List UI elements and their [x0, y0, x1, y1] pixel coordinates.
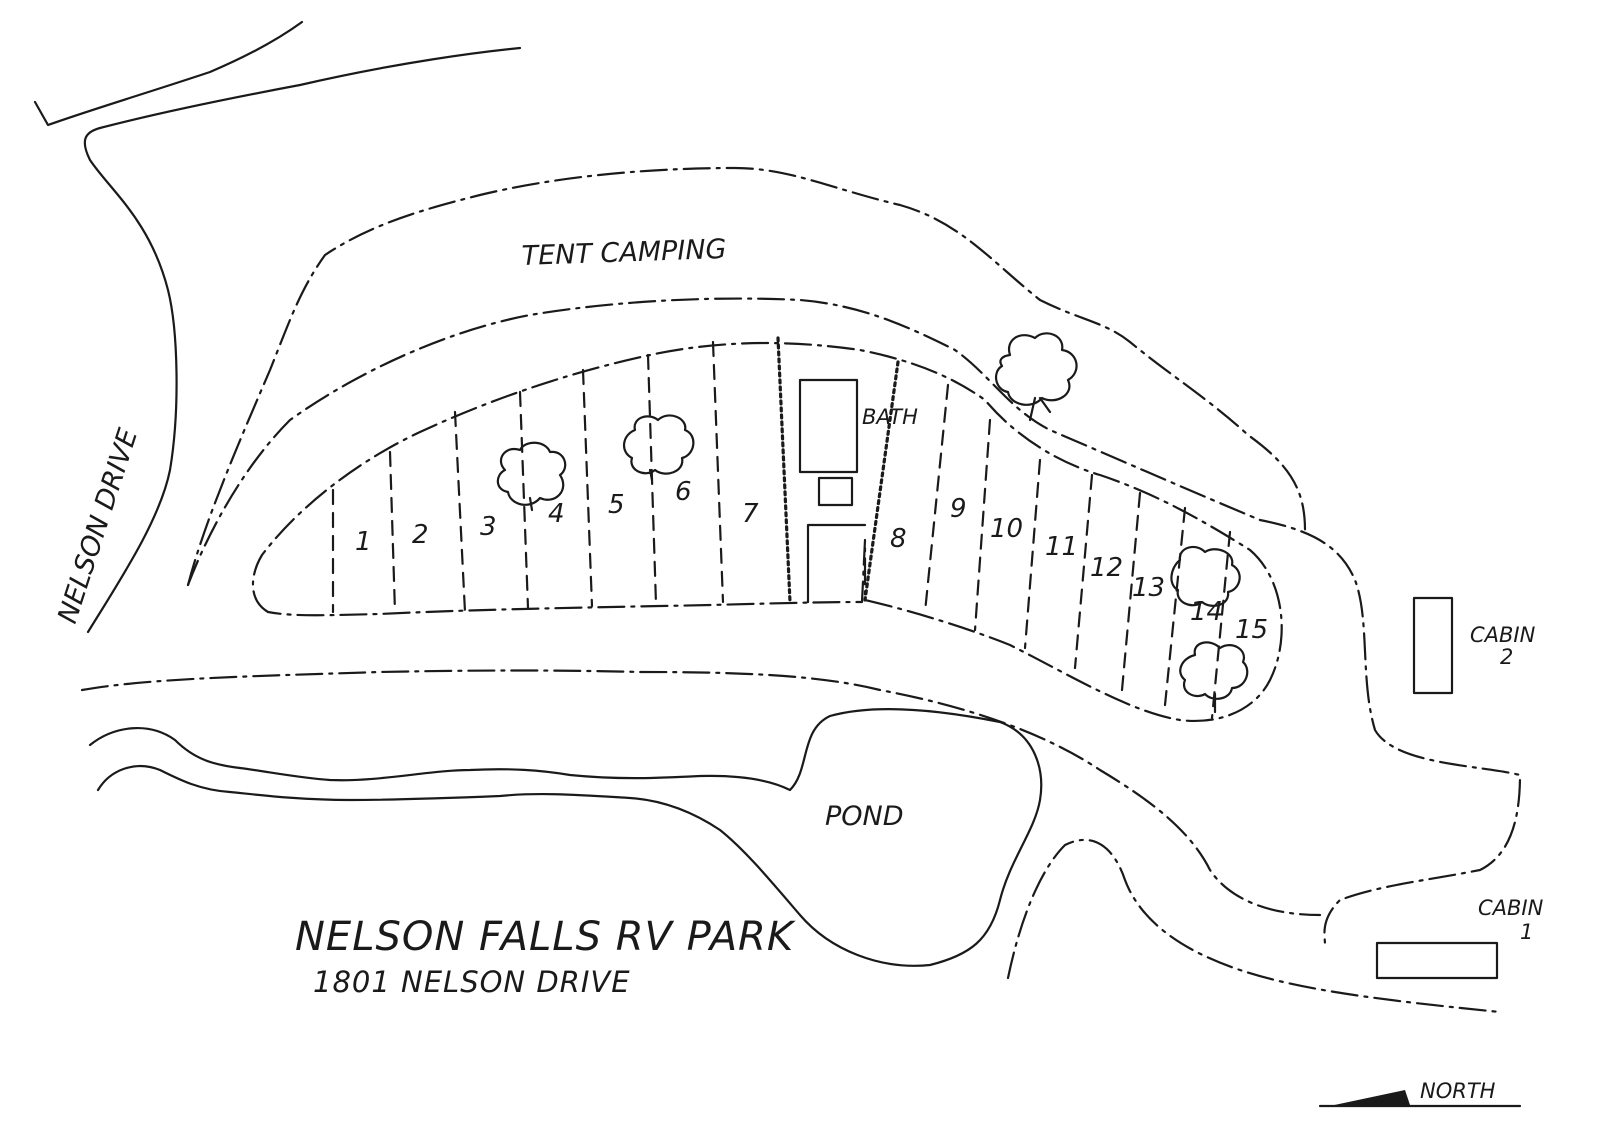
- park-address: 1801 NELSON DRIVE: [313, 965, 631, 999]
- tree-icons: [496, 332, 1249, 714]
- pond: [88, 707, 1043, 967]
- site-number: 9: [950, 494, 967, 524]
- cabin-1-building: [1375, 941, 1499, 980]
- bath-shed: [817, 476, 854, 507]
- site-number: 1: [355, 527, 372, 557]
- site-number: 11: [1045, 532, 1078, 562]
- nelson-drive-label: NELSON DRIVE: [52, 425, 144, 627]
- tree-icon: [1170, 545, 1241, 607]
- site-number: 8: [890, 524, 907, 554]
- site-number: 5: [608, 490, 625, 520]
- tree-icon: [623, 414, 695, 482]
- bath-drive: [806, 523, 867, 604]
- loop-road-north-edge: [186, 297, 1522, 947]
- cabin-2-word: CABIN: [1470, 623, 1536, 647]
- tree-icon: [496, 441, 567, 512]
- bath-label: BATH: [862, 405, 918, 429]
- site-numbers: 1 2 3 4 5 6 7 8 9 10 11 12 13 14 15: [355, 477, 1268, 645]
- north-label: NORTH: [1420, 1079, 1496, 1103]
- site-number: 14: [1190, 597, 1223, 627]
- site-number: 13: [1132, 573, 1165, 603]
- site-number: 2: [412, 520, 429, 550]
- site-number: 6: [675, 477, 692, 507]
- cabin-2-building: [1412, 596, 1454, 695]
- site-dividers: [331, 336, 1232, 720]
- cabin-2-number: 2: [1500, 645, 1513, 669]
- site-number: 15: [1235, 615, 1268, 645]
- site-number: 4: [548, 499, 565, 529]
- tent-camping-boundary: [186, 166, 1307, 587]
- lower-road-north-edge: [80, 669, 1322, 917]
- pond-label: POND: [825, 801, 904, 832]
- tree-icon: [994, 332, 1078, 422]
- cabin-1-label: CABIN 1: [1478, 896, 1544, 944]
- site-number: 12: [1090, 553, 1123, 583]
- cabin-1-word: CABIN: [1478, 896, 1544, 920]
- tent-camping-label: TENT CAMPING: [521, 234, 727, 272]
- park-title: NELSON FALLS RV PARK: [295, 914, 796, 960]
- lower-road-south-edge: [1006, 838, 1502, 1014]
- sites-island: [251, 341, 1283, 722]
- tree-icon: [1179, 641, 1249, 714]
- site-number: 7: [742, 499, 759, 529]
- nelson-drive-road: [33, 20, 522, 634]
- site-number: 3: [480, 512, 497, 542]
- bath-building: [798, 378, 859, 474]
- site-number: 10: [990, 514, 1023, 544]
- north-arrow-icon: [1325, 1090, 1410, 1107]
- cabin-1-number: 1: [1520, 920, 1533, 944]
- cabin-2-label: CABIN 2: [1470, 623, 1536, 669]
